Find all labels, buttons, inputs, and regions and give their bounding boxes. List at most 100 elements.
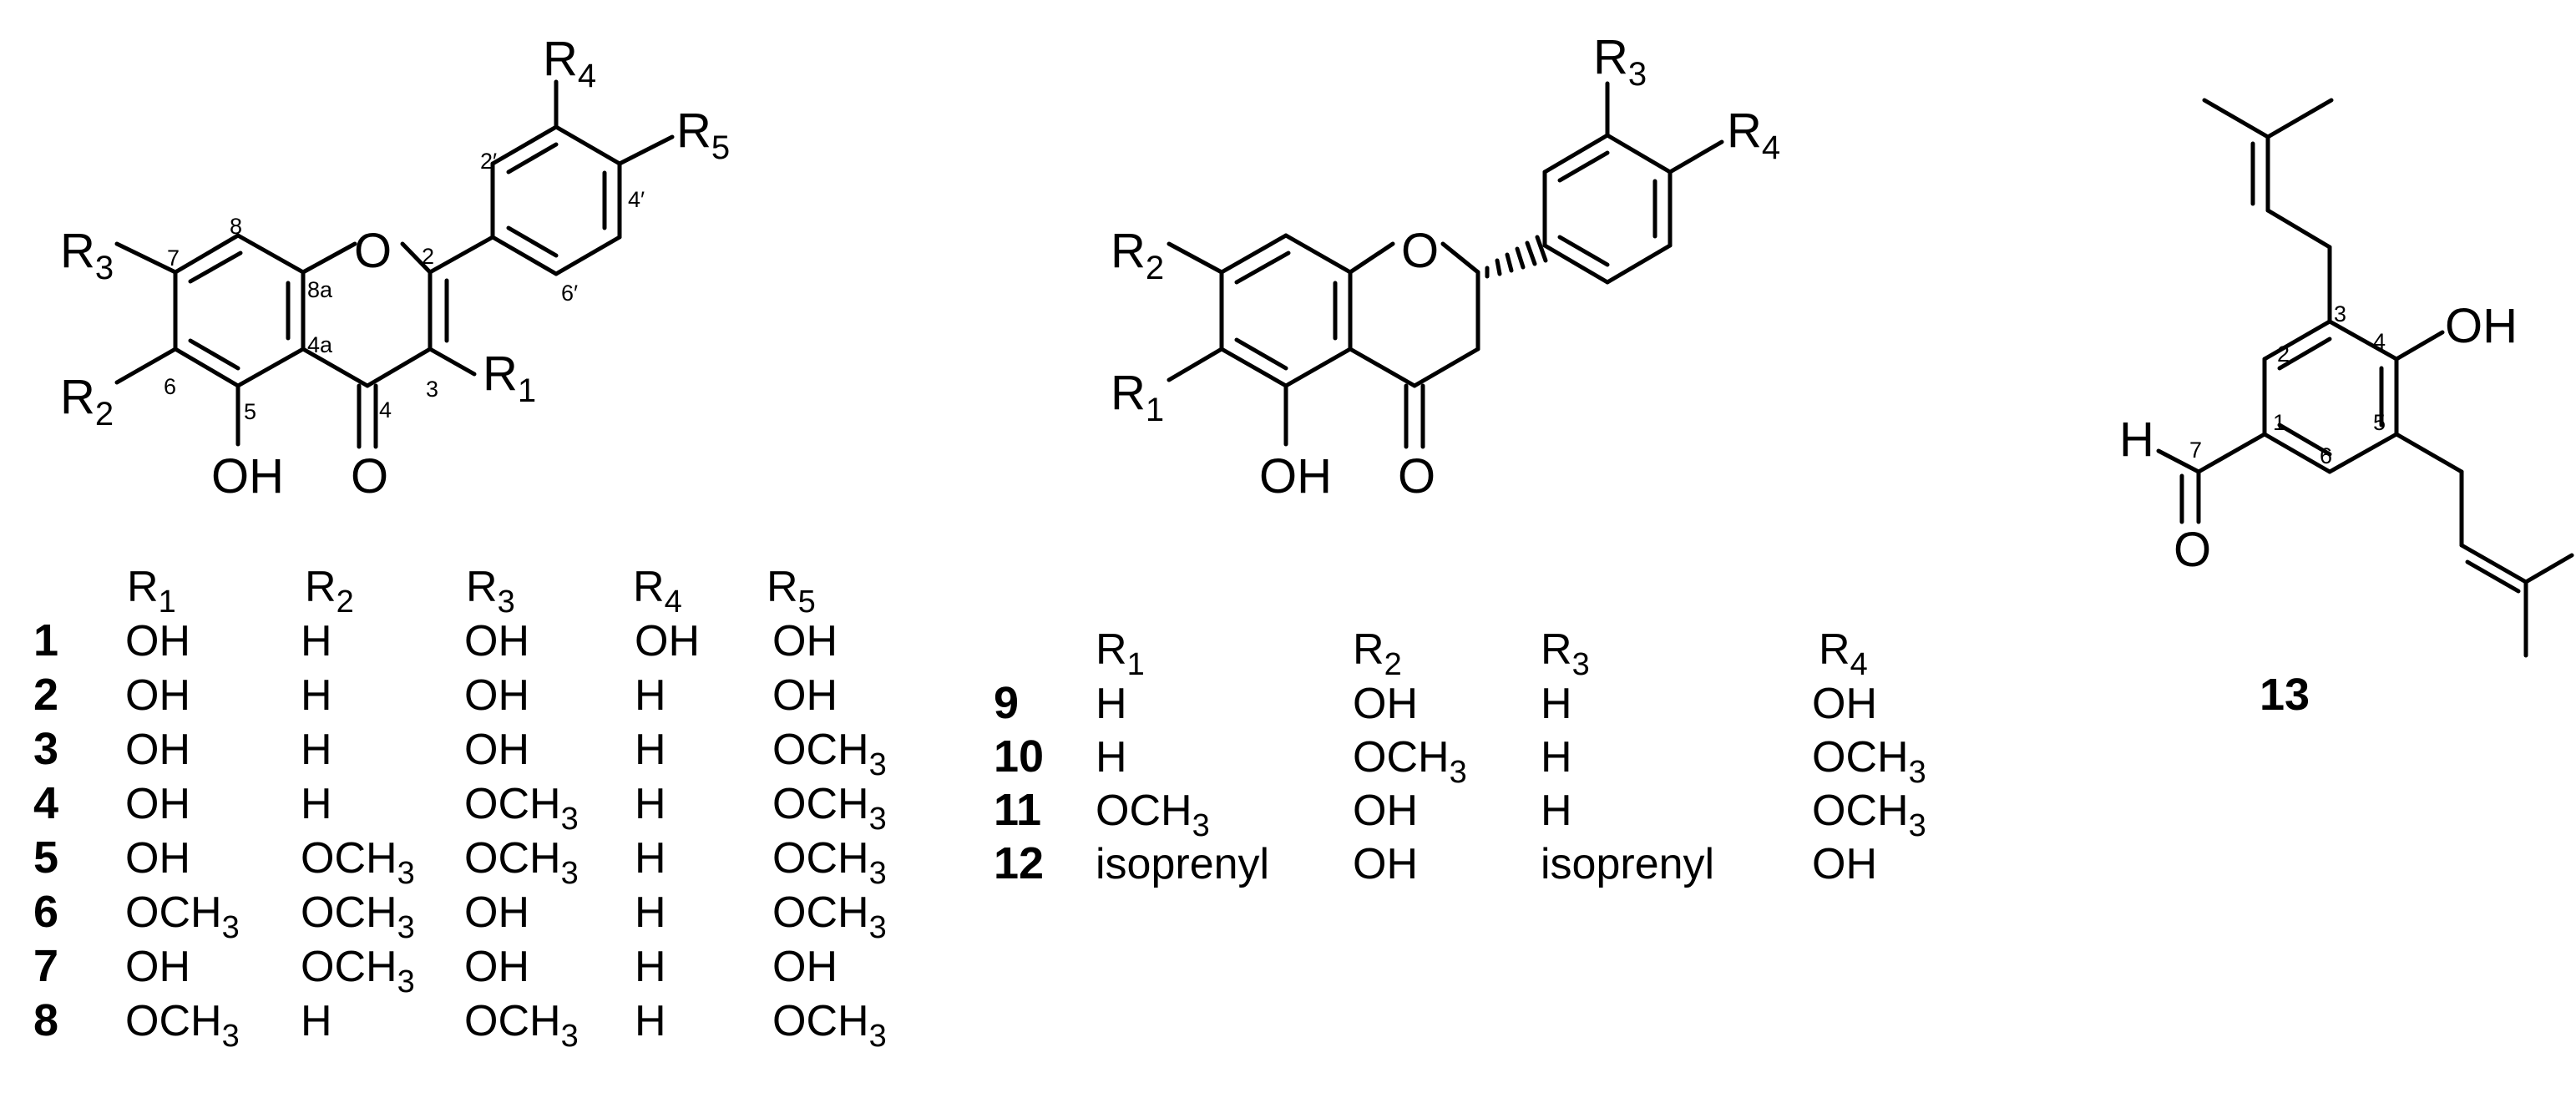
table1-row-id: 2 (33, 670, 58, 720)
flavanone-ring-oxygen: O (1401, 224, 1439, 278)
table2-row-id: 9 (994, 678, 1019, 728)
svg-text:R2: R2 (305, 563, 354, 620)
table2-cell: OCH3 (1812, 787, 1926, 843)
svg-text:R2: R2 (1111, 224, 1164, 286)
flavone-position-numbers: 8 7 6 5 8a 4a 4 3 2 2′ 4′ 6′ (164, 149, 645, 424)
svg-text:R2: R2 (1353, 625, 1402, 682)
table1-cell: H (635, 780, 666, 828)
table1-cell: OCH3 (772, 997, 887, 1054)
table1-cell: OH (464, 726, 529, 774)
flavone-substituent-r5: R5 (676, 104, 730, 166)
table2-cell: H (1096, 733, 1127, 782)
table1-row-id: 7 (33, 941, 58, 991)
table2-cell: H (1096, 680, 1127, 728)
svg-text:R4: R4 (1819, 625, 1868, 682)
table1-cell: OCH3 (464, 834, 579, 891)
table1-cell: OH (464, 671, 529, 720)
compound13-pos-7: 7 (2189, 438, 2202, 463)
table1-cell: OH (464, 943, 529, 991)
flavanone-carbonyl-oxygen: O (1398, 449, 1435, 503)
compound13-label: 13 (2260, 670, 2310, 720)
table1-cell: OCH3 (301, 834, 415, 891)
table1-cell: OCH3 (772, 834, 887, 891)
svg-text:R4: R4 (1727, 104, 1780, 166)
table1-row-id: 5 (33, 832, 58, 883)
table1-cell: H (301, 617, 332, 665)
flavone-5-hydroxyl: OH (211, 449, 284, 503)
compound13-pos-1: 1 (2273, 410, 2285, 435)
table1-header-row: R1 R2 R3 R4 R5 (127, 563, 816, 620)
table1-cell: OCH3 (464, 997, 579, 1054)
compound13-pos-3: 3 (2334, 301, 2346, 326)
table1-cell: OCH3 (125, 888, 240, 945)
compound13-pos-5: 5 (2373, 410, 2386, 435)
flavanone-substituent-r2: R2 (1111, 224, 1164, 286)
table2-cell: H (1541, 733, 1572, 782)
flavone-substituent-r1: R1 (483, 347, 536, 409)
table1-row-id: 3 (33, 724, 58, 774)
svg-text:R3: R3 (1541, 625, 1590, 682)
table1-cell: H (635, 726, 666, 774)
svg-text:R3: R3 (1593, 30, 1647, 93)
table1-cell: OCH3 (772, 726, 887, 782)
flavone-pos-2: 2 (422, 244, 434, 269)
table1-cell: OH (125, 617, 190, 665)
flavone-pos-5: 5 (244, 399, 256, 424)
table1-cell: H (635, 888, 666, 937)
flavone-substituent-r2: R2 (60, 370, 114, 433)
compound13-pos-2: 2 (2277, 342, 2290, 367)
table1-cell: OH (125, 726, 190, 774)
flavone-pos-7: 7 (167, 245, 180, 271)
table1-cell: H (301, 726, 332, 774)
table2-cell: H (1541, 787, 1572, 835)
table1-row-id: 8 (33, 995, 58, 1045)
flavanone-structure: O OH O (1167, 81, 1724, 503)
svg-text:R4: R4 (633, 563, 682, 620)
table1-cell: OCH3 (772, 780, 887, 837)
table1-cell: OH (125, 671, 190, 720)
table2-cell: OH (1353, 840, 1418, 888)
table1-cell: H (635, 997, 666, 1045)
svg-text:R2: R2 (60, 370, 114, 433)
table1-cell: H (635, 834, 666, 883)
table2-cell: isoprenyl (1541, 840, 1714, 888)
table1-cell: OCH3 (125, 997, 240, 1054)
table1-cell: OH (125, 834, 190, 883)
flavone-pos-8: 8 (230, 214, 242, 239)
table1-cell: OCH3 (464, 780, 579, 837)
compound13-aldehyde-hydrogen: H (2119, 412, 2154, 467)
table1-cell: OH (635, 617, 700, 665)
compound-13-structure: OH H O 1 2 3 4 5 6 7 13 (2119, 98, 2574, 720)
flavanone-substituent-r1: R1 (1111, 366, 1164, 428)
svg-text:R1: R1 (127, 563, 176, 620)
svg-text:R1: R1 (1111, 366, 1164, 428)
flavone-substituent-r4: R4 (543, 32, 596, 94)
compound13-pos-6: 6 (2320, 443, 2332, 468)
flavone-pos-4: 4 (379, 397, 392, 423)
table2-header-row: R1 R2 R3 R4 (1096, 625, 1868, 682)
table2-cell: OH (1812, 680, 1877, 728)
table2-cell: OCH3 (1353, 733, 1467, 790)
svg-text:R1: R1 (1096, 625, 1145, 682)
svg-text:R3: R3 (466, 563, 515, 620)
table2-cell: OCH3 (1096, 787, 1210, 843)
table2-row-id: 11 (994, 785, 1041, 835)
svg-text:R1: R1 (483, 347, 536, 409)
table1-cell: H (301, 997, 332, 1045)
flavone-pos-4prime: 4′ (628, 187, 645, 212)
flavone-carbonyl-oxygen: O (351, 449, 388, 503)
table2-row-id: 10 (994, 731, 1044, 782)
svg-text:R3: R3 (60, 224, 114, 286)
flavone-pos-4a: 4a (307, 332, 333, 357)
table2-cell: H (1541, 680, 1572, 728)
table1-cell: H (635, 671, 666, 720)
table2-row-id: 12 (994, 838, 1044, 888)
table1-cell: OH (125, 780, 190, 828)
table1-row-id: 4 (33, 778, 58, 828)
table1-row-id: 1 (33, 615, 58, 665)
flavone-pos-2prime: 2′ (480, 149, 497, 174)
table2-cell: OH (1353, 787, 1418, 835)
